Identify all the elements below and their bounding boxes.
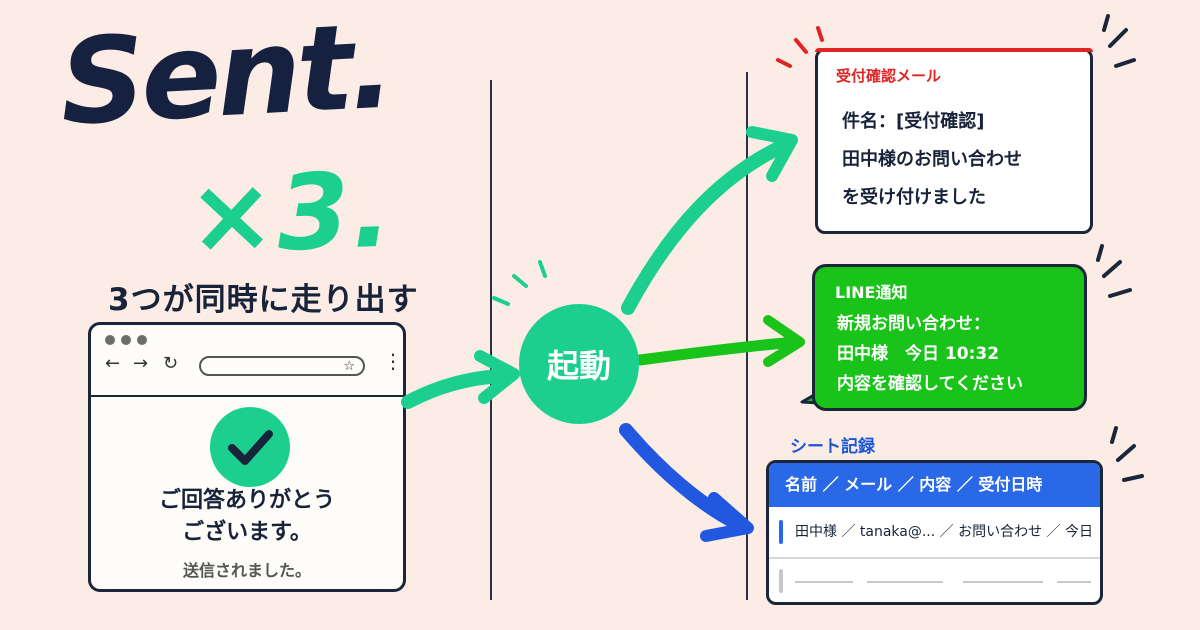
divider-right <box>746 72 748 600</box>
arrow-to-email-head <box>746 126 798 182</box>
sheet-row-text: 田中様 ／ tanaka@... ／ お問い合わせ ／ 今日 <box>795 524 1094 540</box>
star-icon[interactable]: ☆ <box>343 359 355 374</box>
sheet-header: 名前 ／ メール ／ 内容 ／ 受付日時 <box>769 463 1100 507</box>
address-bar[interactable]: ☆ <box>199 356 365 376</box>
thanks-line-2: ございます。 <box>182 520 312 545</box>
thanks-message: ご回答ありがとう ございます。 <box>91 485 403 549</box>
email-body: 件名：[受付確認] 田中様のお問い合わせ を受け付けました <box>842 103 1022 217</box>
thanks-line-1: ご回答ありがとう <box>158 488 335 513</box>
line-line-1: 新規お問い合わせ： <box>837 314 990 334</box>
launch-label: 起動 <box>546 347 611 385</box>
line-label: LINE通知 <box>835 283 908 302</box>
sheet-label: シート記録 <box>790 437 875 457</box>
email-line-1: 田中様のお問い合わせ <box>842 149 1022 170</box>
arrow-to-email <box>621 138 792 315</box>
email-accent-bar <box>815 48 1093 52</box>
email-label: 受付確認メール <box>836 67 942 85</box>
table-row-empty <box>769 559 1100 602</box>
line-sparks <box>1096 244 1132 298</box>
window-dot-icon[interactable] <box>121 335 131 345</box>
arrow-to-launch-head <box>474 350 520 404</box>
menu-kebab-icon[interactable]: ⋮ <box>383 349 403 373</box>
line-notification-card: LINE通知 新規お問い合わせ： 田中様 今日 10:32 内容を確認してくださ… <box>812 264 1087 411</box>
email-sparks-dark <box>1102 14 1136 68</box>
placeholder-dash <box>963 581 1043 583</box>
row-marker-empty <box>779 569 783 593</box>
divider-left <box>490 80 492 600</box>
browser-window: ← → ↻ ☆ ⋮ ご回答ありがとう ございます。 送信されました。 <box>88 322 406 592</box>
line-line-2: 田中様 今日 10:32 <box>837 344 1000 364</box>
line-body: 新規お問い合わせ： 田中様 今日 10:32 内容を確認してください <box>837 309 1023 399</box>
placeholder-dash <box>867 581 943 583</box>
sheet-sparks <box>1110 426 1144 482</box>
reload-icon[interactable]: ↻ <box>163 353 179 374</box>
hero-subtitle: 3つが同時に走り出す <box>108 282 419 318</box>
email-line-2: を受け付けました <box>842 187 986 208</box>
sent-status: 送信されました。 <box>182 561 311 580</box>
line-line-3: 内容を確認してください <box>837 374 1023 394</box>
browser-toolbar: ← → ↻ ☆ ⋮ <box>91 325 403 397</box>
placeholder-dash <box>1057 581 1091 583</box>
row-marker <box>779 520 783 544</box>
placeholder-dash <box>795 581 853 583</box>
table-row: 田中様 ／ tanaka@... ／ お問い合わせ ／ 今日 <box>769 507 1100 559</box>
arrow-to-sheet <box>619 423 747 532</box>
window-controls <box>105 335 147 345</box>
email-subject: 件名：[受付確認] <box>842 111 985 132</box>
arrow-to-line <box>634 336 801 366</box>
window-dot-icon[interactable] <box>105 335 115 345</box>
back-arrow-icon[interactable]: ← <box>105 353 121 374</box>
launch-node: 起動 <box>519 304 639 424</box>
window-dot-icon[interactable] <box>137 335 147 345</box>
email-confirmation-card: 受付確認メール 件名：[受付確認] 田中様のお問い合わせ を受け付けました <box>815 48 1093 234</box>
checkmark-icon <box>210 407 290 487</box>
arrow-to-line-head <box>763 315 805 367</box>
arrow-to-launch <box>401 369 507 409</box>
launch-sparks <box>492 260 547 306</box>
forward-arrow-icon[interactable]: → <box>133 353 149 374</box>
email-sparks <box>776 26 824 68</box>
arrow-to-sheet-head <box>700 492 754 542</box>
sheet-record-card: 名前 ／ メール ／ 内容 ／ 受付日時 田中様 ／ tanaka@... ／ … <box>766 460 1103 605</box>
